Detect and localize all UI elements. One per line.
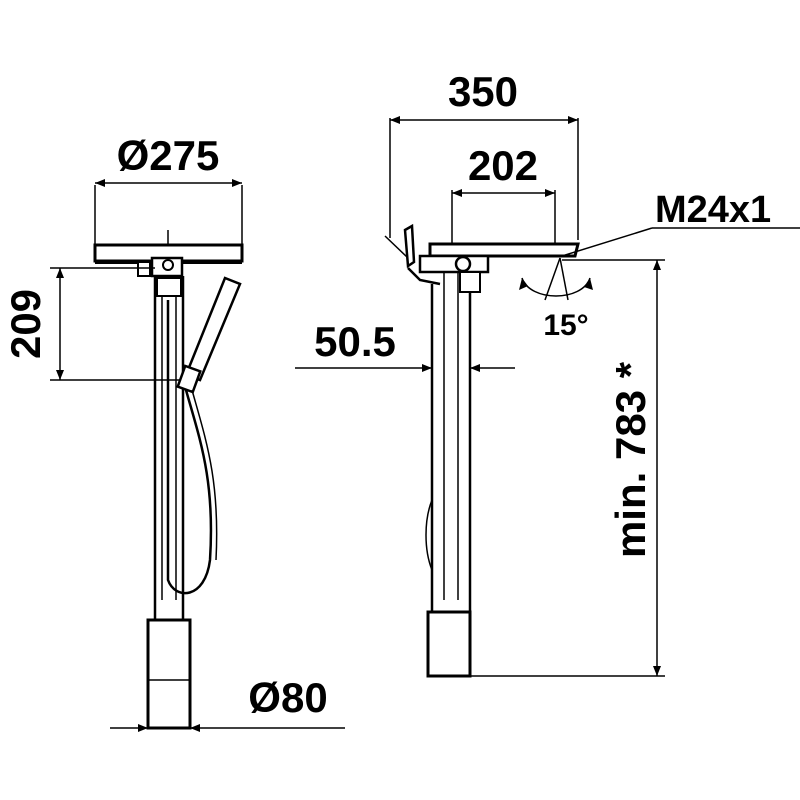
side-column-pipes [425,271,481,612]
label-min-height: min. 783 * [607,361,654,558]
label-height-hand-shower: 209 [2,289,49,359]
label-diameter-base: Ø80 [248,674,327,721]
dimension-spout-length: 350 [389,68,579,240]
spout-and-lever [384,223,580,286]
label-diameter-basin: Ø275 [117,132,220,179]
label-swivel-angle: 15° [543,309,588,342]
dimension-min-height: min. 783 * [562,259,665,676]
dimension-diameter-basin: Ø275 [94,132,243,255]
side-column-base [426,610,665,678]
label-offset: 50.5 [314,318,396,365]
basin-shape [93,230,244,264]
label-thread: M24x1 [655,189,771,231]
mixer-body [137,256,184,278]
side-view: 350 202 M24x1 [295,68,800,678]
dimension-height-hand-shower: 209 [2,267,185,381]
front-view: Ø275 209 [2,132,345,732]
column-pipes [153,276,185,620]
dimension-spout-projection: 202 [451,142,556,250]
hand-shower [166,276,242,595]
label-spout-length: 350 [448,68,518,115]
swivel-angle: 15° [519,257,593,342]
label-spout-projection: 202 [468,142,538,189]
thread-callout: M24x1 [561,189,800,257]
dimension-diameter-base: Ø80 [110,674,345,732]
dimension-offset: 50.5 [295,318,515,372]
column-base [146,618,192,730]
